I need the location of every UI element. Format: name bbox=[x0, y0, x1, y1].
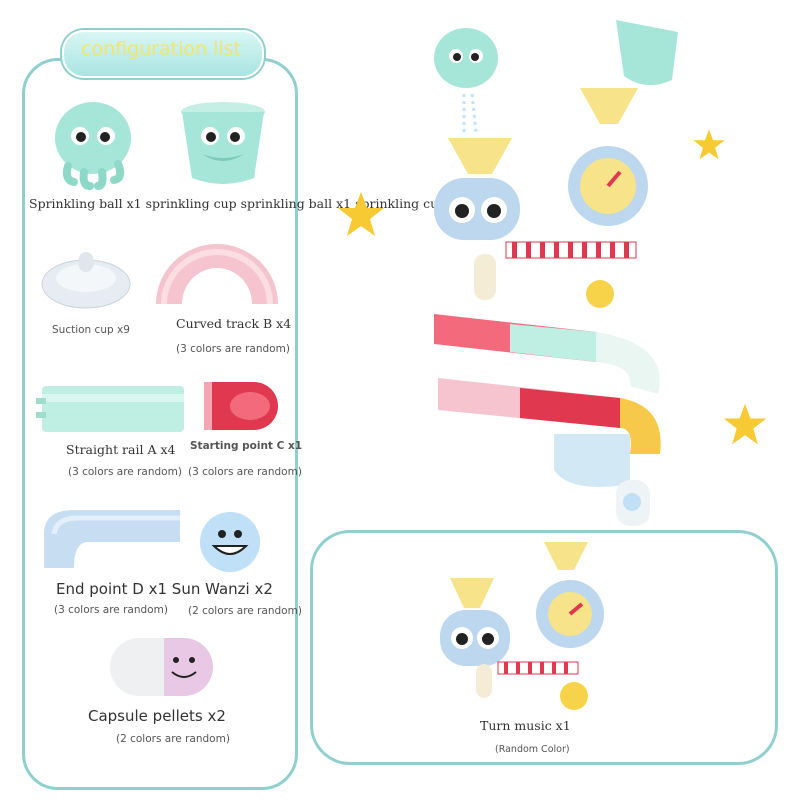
straight-rail-icon bbox=[36, 386, 184, 432]
end-sun-label: End point D x1 Sun Wanzi x2 bbox=[56, 580, 273, 598]
water-wheel-toy-icon bbox=[440, 542, 604, 710]
turn-music-note: (Random Color) bbox=[495, 744, 570, 755]
end-point-icon bbox=[44, 510, 180, 568]
sun-ball-icon bbox=[200, 512, 260, 572]
capsule-label: Capsule pellets x2 bbox=[88, 707, 226, 725]
suction-cup-label: Suction cup x9 bbox=[52, 324, 130, 336]
star-icon bbox=[693, 129, 725, 160]
straight-rail-note: (3 colors are random) bbox=[68, 466, 182, 478]
turn-music-label: Turn music x1 bbox=[480, 718, 571, 733]
header-title: configuration list bbox=[81, 38, 241, 60]
sprinkling-ball-icon bbox=[55, 102, 131, 190]
curved-track-icon bbox=[156, 244, 278, 305]
star-icon bbox=[338, 192, 384, 236]
track-assembly-icon bbox=[434, 20, 678, 526]
sprinkling-cup-icon bbox=[181, 102, 265, 184]
header-badge bbox=[62, 30, 264, 78]
turn-music-panel bbox=[310, 530, 778, 765]
curved-track-label: Curved track B x4 bbox=[176, 316, 292, 331]
starting-point-icon bbox=[204, 382, 278, 430]
end-point-note: (3 colors are random) bbox=[54, 604, 168, 616]
sprinkling-label: Sprinkling ball x1 sprinkling cup sprink… bbox=[29, 196, 466, 211]
straight-rail-label: Straight rail A x4 bbox=[66, 442, 176, 457]
starting-point-note: (3 colors are random) bbox=[188, 466, 302, 478]
capsule-note: (2 colors are random) bbox=[116, 733, 230, 745]
curved-track-note: (3 colors are random) bbox=[176, 343, 290, 355]
starting-point-label: Starting point C x1 bbox=[190, 440, 303, 452]
sun-wanzi-note: (2 colors are random) bbox=[188, 605, 302, 617]
star-icon bbox=[723, 403, 767, 445]
capsule-icon bbox=[110, 638, 213, 696]
suction-cup-icon bbox=[41, 252, 131, 309]
